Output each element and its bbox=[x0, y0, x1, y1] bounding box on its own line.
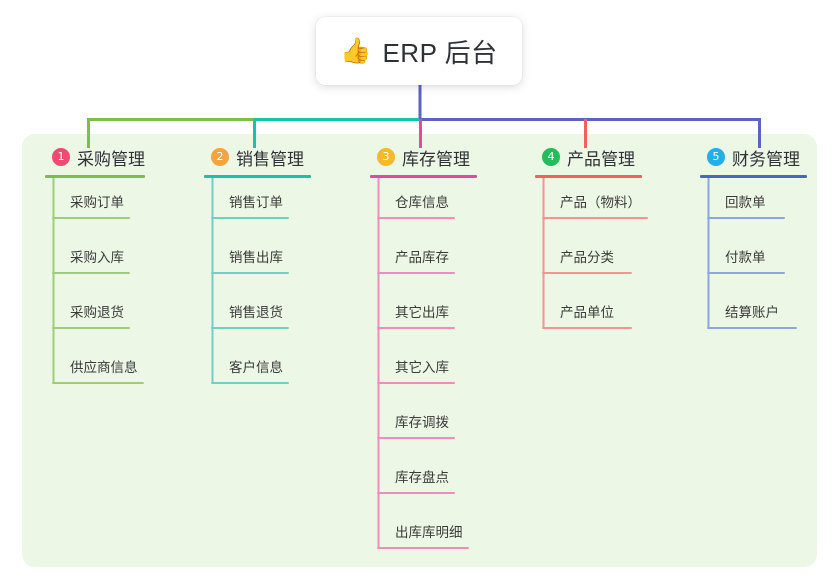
column-rule-5 bbox=[700, 175, 807, 178]
column-header-2[interactable]: 2 销售管理 bbox=[204, 145, 311, 169]
leaf-rule bbox=[377, 382, 455, 384]
leaf-rule bbox=[542, 217, 648, 219]
leaf-label: 其它入库 bbox=[395, 360, 449, 375]
leaf-label: 产品单位 bbox=[560, 305, 614, 320]
leaf-label: 其它出库 bbox=[395, 305, 449, 320]
leaf-item[interactable]: 销售退货 bbox=[204, 288, 311, 343]
leaf-label: 销售订单 bbox=[229, 195, 283, 210]
column-badge-2: 2 bbox=[211, 148, 229, 166]
column-header-1[interactable]: 1 采购管理 bbox=[45, 145, 145, 169]
leaf-item[interactable]: 产品（物料） bbox=[535, 178, 648, 233]
leaf-item[interactable]: 采购退货 bbox=[45, 288, 145, 343]
leaf-item[interactable]: 回款单 bbox=[700, 178, 807, 233]
leaf-rule bbox=[211, 327, 289, 329]
column-badge-1: 1 bbox=[52, 148, 70, 166]
thumbs-up-icon: 👍 bbox=[340, 36, 372, 65]
leaf-label: 采购退货 bbox=[70, 305, 124, 320]
root-title-card[interactable]: 👍 ERP 后台 bbox=[316, 17, 522, 85]
column-header-5[interactable]: 5 财务管理 bbox=[700, 145, 807, 169]
column-1: 1 采购管理采购订单采购入库采购退货供应商信息 bbox=[45, 145, 145, 398]
column-5: 5 财务管理回款单付款单结算账户 bbox=[700, 145, 807, 343]
leaf-rule bbox=[707, 327, 797, 329]
column-3: 3 库存管理仓库信息产品库存其它出库其它入库库存调拨库存盘点出库库明细 bbox=[370, 145, 477, 563]
leaf-item[interactable]: 其它出库 bbox=[370, 288, 477, 343]
leaf-item[interactable]: 库存盘点 bbox=[370, 453, 477, 508]
leaf-label: 产品分类 bbox=[560, 250, 614, 265]
leaf-item[interactable]: 供应商信息 bbox=[45, 343, 145, 398]
column-2: 2 销售管理销售订单销售出库销售退货客户信息 bbox=[204, 145, 311, 398]
leaf-rule bbox=[52, 272, 130, 274]
column-header-4[interactable]: 4 产品管理 bbox=[535, 145, 642, 169]
leaf-label: 产品库存 bbox=[395, 250, 449, 265]
leaf-rule bbox=[377, 547, 469, 549]
leaf-rule bbox=[52, 327, 130, 329]
leaf-label: 库存盘点 bbox=[395, 470, 449, 485]
leaf-label: 客户信息 bbox=[229, 360, 283, 375]
leaf-label: 仓库信息 bbox=[395, 195, 449, 210]
leaf-label: 产品（物料） bbox=[560, 195, 641, 210]
column-badge-4: 4 bbox=[542, 148, 560, 166]
column-title-2: 销售管理 bbox=[236, 149, 304, 169]
column-rule-3 bbox=[370, 175, 477, 178]
leaf-item[interactable]: 库存调拨 bbox=[370, 398, 477, 453]
leaf-item[interactable]: 其它入库 bbox=[370, 343, 477, 398]
root-title-text: ERP 后台 bbox=[382, 37, 498, 68]
column-title-4: 产品管理 bbox=[567, 149, 635, 169]
leaf-rule bbox=[707, 217, 785, 219]
leaf-label: 结算账户 bbox=[725, 305, 779, 320]
leaf-rule bbox=[377, 217, 455, 219]
leaf-item[interactable]: 销售订单 bbox=[204, 178, 311, 233]
leaf-label: 销售退货 bbox=[229, 305, 283, 320]
column-title-1: 采购管理 bbox=[77, 149, 145, 169]
leaf-rule bbox=[52, 217, 130, 219]
leaf-rule bbox=[377, 437, 455, 439]
leaf-item[interactable]: 产品库存 bbox=[370, 233, 477, 288]
column-title-3: 库存管理 bbox=[402, 149, 470, 169]
leaf-label: 采购入库 bbox=[70, 250, 124, 265]
leaf-label: 回款单 bbox=[725, 195, 766, 210]
leaf-label: 销售出库 bbox=[229, 250, 283, 265]
leaf-rule bbox=[52, 382, 144, 384]
leaf-label: 付款单 bbox=[725, 250, 766, 265]
leaf-label: 采购订单 bbox=[70, 195, 124, 210]
leaf-item[interactable]: 产品分类 bbox=[535, 233, 642, 288]
leaf-item[interactable]: 产品单位 bbox=[535, 288, 642, 343]
leaf-label: 供应商信息 bbox=[70, 360, 138, 375]
leaf-item[interactable]: 出库库明细 bbox=[370, 508, 477, 563]
leaf-label: 出库库明细 bbox=[395, 525, 463, 540]
leaf-rule bbox=[211, 272, 289, 274]
column-header-3[interactable]: 3 库存管理 bbox=[370, 145, 477, 169]
column-4: 4 产品管理产品（物料） 产品分类产品单位 bbox=[535, 145, 648, 343]
root-title-inner: 👍 ERP 后台 bbox=[340, 33, 497, 70]
leaf-item[interactable]: 采购入库 bbox=[45, 233, 145, 288]
leaf-item[interactable]: 客户信息 bbox=[204, 343, 311, 398]
leaf-item[interactable]: 仓库信息 bbox=[370, 178, 477, 233]
column-rule-4 bbox=[535, 175, 642, 178]
diagram-panel bbox=[22, 134, 817, 567]
leaf-rule bbox=[707, 272, 785, 274]
leaf-rule bbox=[377, 492, 455, 494]
leaf-rule bbox=[377, 272, 455, 274]
leaf-rule bbox=[542, 327, 632, 329]
column-rule-2 bbox=[204, 175, 311, 178]
column-rule-1 bbox=[45, 175, 145, 178]
leaf-item[interactable]: 结算账户 bbox=[700, 288, 807, 343]
column-badge-5: 5 bbox=[707, 148, 725, 166]
leaf-item[interactable]: 付款单 bbox=[700, 233, 807, 288]
column-title-5: 财务管理 bbox=[732, 149, 800, 169]
column-badge-3: 3 bbox=[377, 148, 395, 166]
leaf-rule bbox=[542, 272, 632, 274]
leaf-label: 库存调拨 bbox=[395, 415, 449, 430]
leaf-rule bbox=[211, 217, 289, 219]
leaf-item[interactable]: 采购订单 bbox=[45, 178, 145, 233]
leaf-rule bbox=[211, 382, 289, 384]
leaf-rule bbox=[377, 327, 455, 329]
leaf-item[interactable]: 销售出库 bbox=[204, 233, 311, 288]
